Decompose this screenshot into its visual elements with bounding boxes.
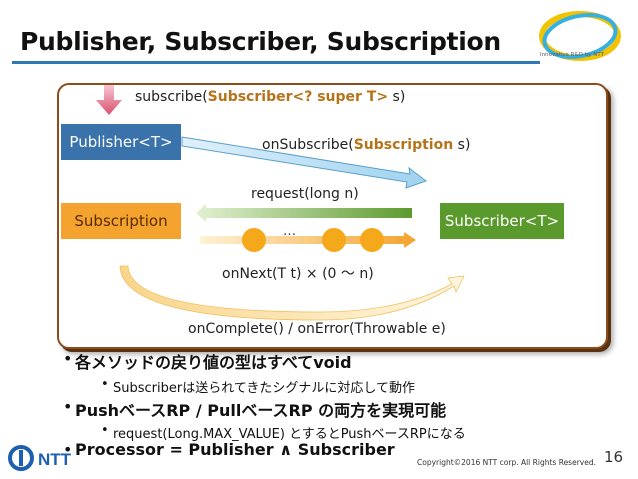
ntt-innovation-logo (539, 11, 621, 61)
bullet-item: 各メソッドの戻り値の型はすべてvoid (63, 349, 352, 373)
request-arrow (196, 204, 412, 222)
svg-text:NTT: NTT (38, 450, 72, 469)
bullet-item: PushベースRP / PullベースRP の両方を実現可能 (63, 397, 446, 421)
sub-bullet-item: request(Long.MAX_VALUE) とするとPushベースRPになる (101, 423, 466, 442)
on-subscribe-arrow (181, 136, 428, 189)
signal-dot (360, 228, 384, 252)
logo-caption: Innovative R&D by NTT (540, 52, 604, 58)
page-number: 16 (604, 448, 624, 466)
sub-bullet-item: Subscriberは送られてきたシグナルに対応して動作 (101, 377, 415, 396)
on-complete-label: onComplete() / onError(Throwable e) (188, 321, 446, 337)
publisher-node: Publisher<T> (61, 124, 181, 160)
signal-dot (242, 228, 266, 252)
subscribe-arrow (96, 85, 122, 115)
on-next-label: onNext(T t) × (0 ～ n) (222, 266, 374, 282)
subscribe-label: subscribe(Subscriber<? super T> s) (135, 89, 406, 105)
title-underline (12, 61, 540, 64)
on-subscribe-label: onSubscribe(Subscription s) (262, 137, 471, 153)
subscriber-node: Subscriber<T> (440, 203, 564, 239)
request-label: request(long n) (251, 186, 359, 202)
subscription-node: Subscription (61, 203, 181, 239)
ntt-logo: NTT (8, 445, 72, 471)
ellipsis: … (283, 224, 296, 239)
copyright-notice: Copyright©2016 NTT corp. All Rights Rese… (417, 458, 596, 467)
slide-title: Publisher, Subscriber, Subscription (20, 27, 501, 56)
on-complete-arrow (119, 265, 465, 321)
signal-dot (322, 228, 346, 252)
bullet-item: Processor = Publisher ∧ Subscriber (63, 440, 395, 459)
